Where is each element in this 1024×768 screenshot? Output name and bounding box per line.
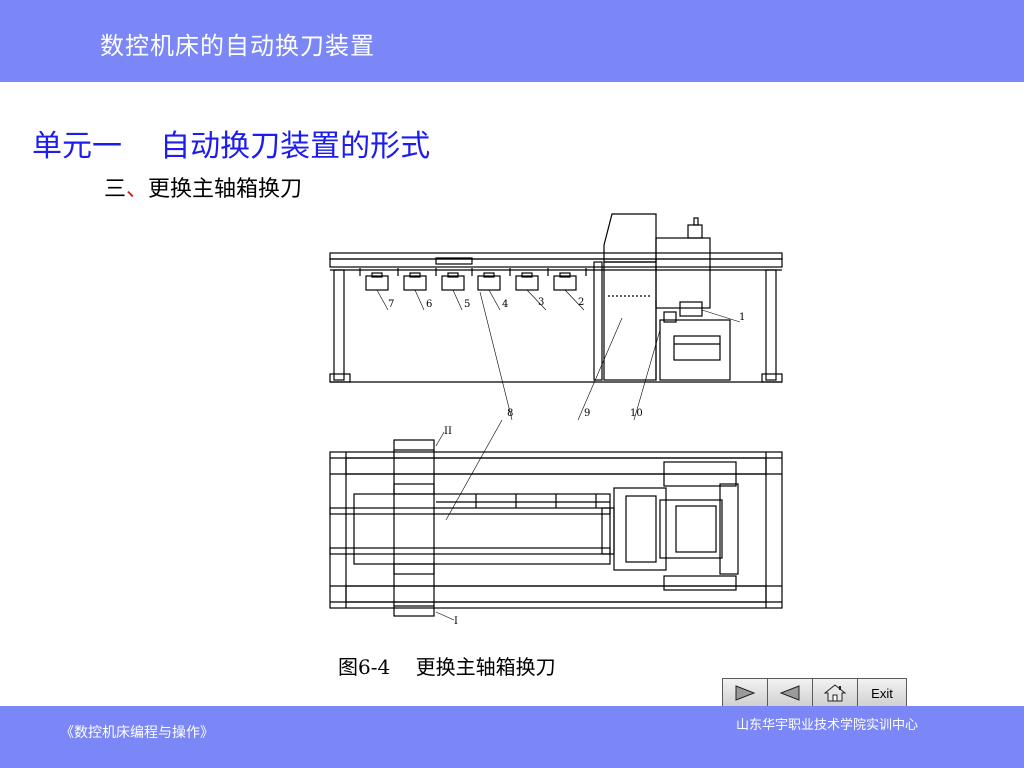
label-roman-1: I	[454, 616, 458, 627]
label-3: 3	[538, 297, 544, 308]
footer-bar	[0, 706, 1024, 768]
spindle-box-change-diagram: 7 6 5 4 3 2 1 8 9 10 II I	[329, 213, 783, 627]
elevation-view	[329, 213, 783, 521]
section-separator: 、	[126, 177, 149, 202]
home-icon	[823, 684, 847, 702]
header-title: 数控机床的自动换刀装置	[100, 32, 375, 60]
label-6: 6	[426, 299, 432, 310]
diagram-labels: 7 6 5 4 3 2 1 8 9 10 II I	[388, 297, 745, 627]
label-1: 1	[739, 312, 745, 323]
label-9: 9	[584, 408, 590, 419]
previous-button[interactable]	[768, 679, 813, 707]
label-10: 10	[630, 408, 643, 419]
figure-caption: 图6-4 更换主轴箱换刀	[338, 655, 556, 679]
next-button[interactable]	[723, 679, 768, 707]
section-number: 三	[104, 177, 127, 202]
label-roman-2: II	[444, 426, 452, 437]
label-7: 7	[388, 299, 394, 310]
home-button[interactable]	[813, 679, 858, 707]
section-text: 更换主轴箱换刀	[148, 177, 303, 202]
footer-institution: 山东华宇职业技术学院实训中心	[736, 718, 919, 733]
footer-course-title: 《数控机床编程与操作》	[60, 725, 214, 741]
plan-view	[329, 431, 783, 621]
exit-button[interactable]: Exit	[858, 679, 906, 707]
label-2: 2	[578, 297, 584, 308]
label-5: 5	[464, 299, 470, 310]
label-8: 8	[507, 408, 513, 419]
unit-title: 单元一 自动换刀装置的形式	[32, 129, 431, 164]
header-bar	[0, 0, 1024, 82]
section-title: 三、更换主轴箱换刀	[104, 171, 302, 203]
play-left-icon	[779, 685, 800, 701]
label-4: 4	[502, 299, 508, 310]
tool-magazine	[359, 257, 587, 291]
play-right-icon	[735, 685, 756, 701]
slide-navigation: Exit	[722, 678, 907, 708]
